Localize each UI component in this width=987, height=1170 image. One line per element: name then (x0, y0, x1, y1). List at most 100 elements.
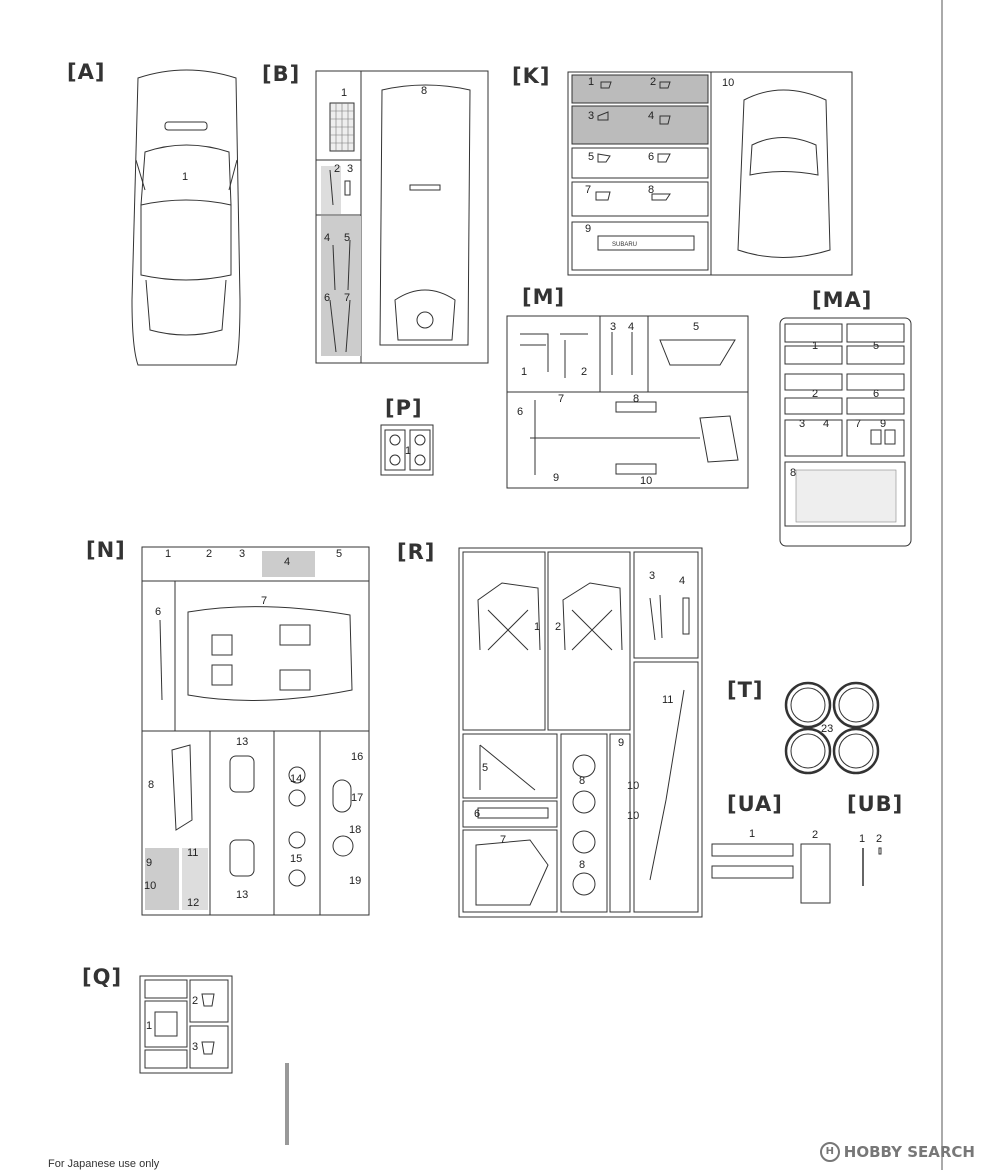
watermark: H HOBBY SEARCH (819, 1142, 975, 1162)
label-q: [Q] (82, 965, 123, 989)
footer-note: For Japanese use only (48, 1158, 160, 1170)
m-part-9: 9 (553, 472, 559, 484)
sprue-n: 1 2 3 4 5 6 7 8 9 10 11 12 13 13 14 15 1… (141, 546, 370, 916)
p-part-1: 1 (405, 445, 411, 457)
q-part-1: 1 (146, 1020, 152, 1032)
sprue-ub: 1 2 (859, 833, 882, 886)
n-part-8: 8 (148, 779, 154, 791)
label-b: [B] (262, 62, 301, 86)
sprue-a: 1 (131, 69, 241, 366)
label-t: [T] (727, 678, 764, 702)
k-part-7: 7 (585, 184, 591, 196)
ma-part-7: 7 (855, 418, 861, 430)
n-part-3: 3 (239, 548, 245, 560)
ua-part-1: 1 (749, 828, 755, 840)
k-part-8: 8 (648, 184, 654, 196)
ub-part-2: 2 (876, 833, 882, 845)
b-part-6: 6 (324, 292, 330, 304)
k-part-9: 9 (585, 223, 591, 235)
ma-part-1: 1 (812, 340, 818, 352)
label-m: [M] (522, 285, 566, 309)
q-part-3: 3 (192, 1041, 198, 1053)
n-part-16: 16 (351, 751, 363, 763)
m-part-7: 7 (558, 393, 564, 405)
n-part-15: 15 (290, 853, 302, 865)
ma-part-3: 3 (799, 418, 805, 430)
r-part-8a: 8 (579, 775, 585, 787)
r-part-5: 5 (482, 762, 488, 774)
k-part-6: 6 (648, 151, 654, 163)
label-ua: [UA] (727, 792, 783, 816)
n-part-18: 18 (349, 824, 361, 836)
r-part-4: 4 (679, 575, 685, 587)
k-part-10: 10 (722, 77, 734, 89)
q-part-2: 2 (192, 995, 198, 1007)
label-r: [R] (397, 540, 436, 564)
sprue-r: 1 2 3 4 5 6 7 8 8 9 10 10 11 (458, 547, 703, 918)
ub-part-1: 1 (859, 833, 865, 845)
n-part-13a: 13 (236, 736, 248, 748)
n-part-17: 17 (351, 792, 363, 804)
b-part-2: 2 (334, 163, 340, 175)
watermark-text: HOBBY SEARCH (843, 1143, 975, 1161)
m-part-2: 2 (581, 366, 587, 378)
sprue-q: 1 2 3 (139, 975, 233, 1074)
r-part-8b: 8 (579, 859, 585, 871)
n-part-11: 11 (187, 847, 198, 859)
r-part-1: 1 (534, 621, 540, 633)
k-part-1: 1 (588, 76, 594, 88)
m-part-6: 6 (517, 406, 523, 418)
blank-patch (290, 972, 918, 1147)
b-part-5: 5 (344, 232, 350, 244)
k-part-3: 3 (588, 110, 594, 122)
t-part-23: 23 (821, 723, 833, 735)
n-part-9: 9 (146, 857, 152, 869)
n-part-19: 19 (349, 875, 361, 887)
ma-part-2: 2 (812, 388, 818, 400)
m-part-8: 8 (633, 393, 639, 405)
m-part-10: 10 (640, 475, 652, 487)
sprue-t: 23 (784, 681, 880, 775)
ma-part-9: 9 (880, 418, 886, 430)
b-part-3: 3 (347, 163, 353, 175)
a-part-1: 1 (182, 171, 188, 183)
n-part-7: 7 (261, 595, 267, 607)
brand-logo-icon: H (819, 1142, 840, 1162)
label-k: [K] (512, 64, 551, 88)
sprue-b: 1 2 3 4 5 6 7 8 (315, 70, 489, 364)
r-part-10b: 10 (627, 810, 639, 822)
b-part-7: 7 (344, 292, 350, 304)
sprue-ma: 1 5 2 6 3 4 7 9 8 (779, 317, 912, 547)
n-part-13b: 13 (236, 889, 248, 901)
n-part-5: 5 (336, 548, 342, 560)
r-part-11: 11 (662, 694, 673, 706)
r-part-2: 2 (555, 621, 561, 633)
b-part-1: 1 (341, 87, 347, 99)
b-part-4: 4 (324, 232, 330, 244)
n-part-1: 1 (165, 548, 171, 560)
k-part-5: 5 (588, 151, 594, 163)
n-part-6: 6 (155, 606, 161, 618)
k-decal-text: SUBARU (612, 242, 637, 248)
sprue-m: 1 2 3 4 5 6 7 8 9 10 (506, 315, 749, 489)
k-part-2: 2 (650, 76, 656, 88)
sprue-ua: 1 2 (711, 828, 831, 904)
n-part-12: 12 (187, 897, 199, 909)
k-part-4: 4 (648, 110, 654, 122)
ma-part-6: 6 (873, 388, 879, 400)
ma-part-8: 8 (790, 467, 796, 479)
m-part-3: 3 (610, 321, 616, 333)
n-part-10: 10 (144, 880, 156, 892)
label-ma: [MA] (812, 288, 873, 312)
edge-shadow (285, 1063, 289, 1145)
r-part-6: 6 (474, 808, 480, 820)
r-part-7: 7 (500, 834, 506, 846)
n-part-14: 14 (290, 773, 302, 785)
m-part-5: 5 (693, 321, 699, 333)
n-part-4: 4 (284, 556, 290, 568)
ua-part-2: 2 (812, 829, 818, 841)
sprue-p: 1 (380, 424, 434, 476)
n-part-2: 2 (206, 548, 212, 560)
label-a: [A] (67, 60, 106, 84)
